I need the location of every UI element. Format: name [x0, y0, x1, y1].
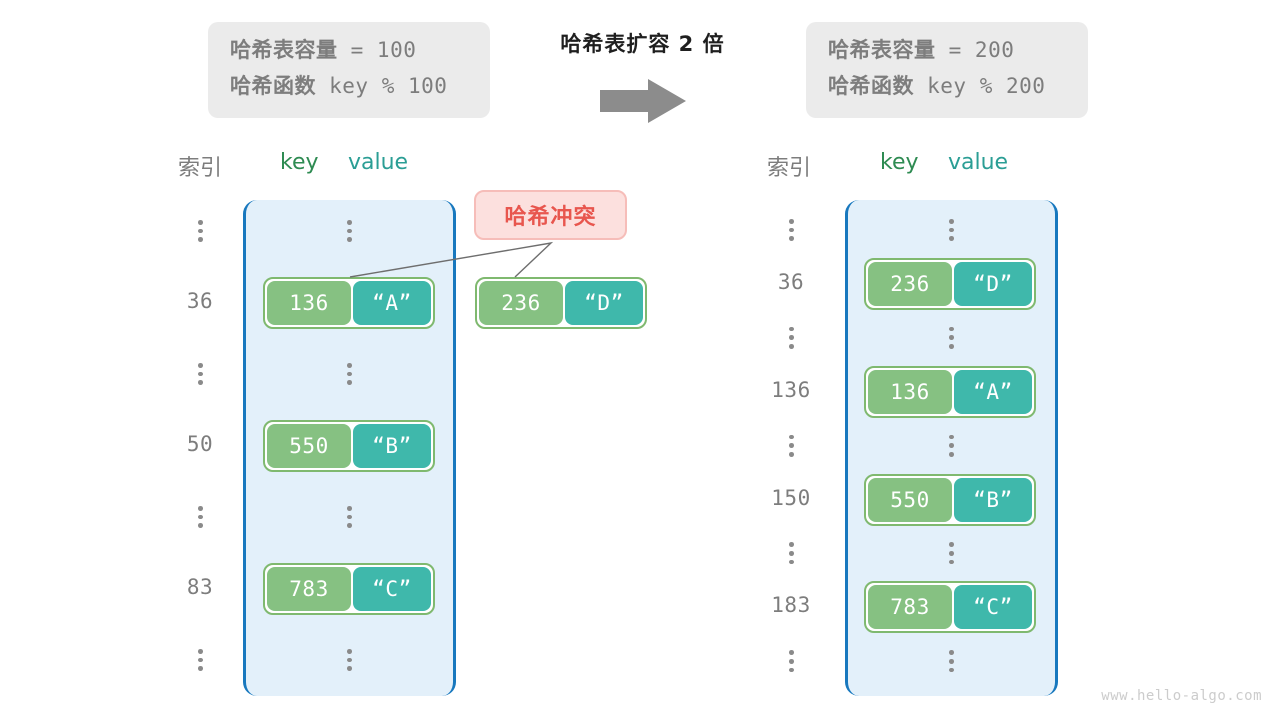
- right-row-slot-ellipsis-icon: [946, 219, 958, 242]
- hash-collision-label: 哈希冲突: [504, 205, 597, 230]
- right-capacity-value: = 200: [935, 38, 1015, 63]
- arrow-right-icon: [600, 78, 686, 124]
- left-row-slot-ellipsis-icon: [344, 506, 356, 529]
- left-row-key-cell: 783: [267, 566, 351, 611]
- right-row-value-cell: “B”: [954, 477, 1032, 522]
- left-capacity-value: = 100: [337, 38, 417, 63]
- left-row-entry-pair: 136“A”: [263, 276, 435, 329]
- right-row-entry-pair: 236“D”: [864, 257, 1036, 310]
- right-capacity-label: 哈希表容量: [828, 38, 936, 63]
- right-row-index-label: [762, 326, 820, 349]
- left-row-slot-ellipsis-icon: [344, 649, 356, 672]
- hash-collision-badge: 哈希冲突: [474, 190, 627, 240]
- watermark: www.hello-algo.com: [1101, 688, 1262, 704]
- right-row-key-cell: 136: [868, 369, 952, 414]
- right-row-entry-pair: 136“A”: [864, 365, 1036, 418]
- left-function-line: 哈希函数 key % 100: [230, 72, 468, 102]
- left-row-value-cell: “A”: [353, 280, 431, 325]
- right-row-entry-pair: 783“C”: [864, 581, 1036, 634]
- right-function-value: key % 200: [914, 74, 1046, 98]
- left-capacity-label: 哈希表容量: [230, 38, 338, 63]
- diagram-title: 哈希表扩容 2 倍: [560, 32, 725, 56]
- right-row-key-cell: 236: [868, 261, 952, 306]
- left-row-key-cell: 550: [267, 423, 351, 468]
- right-row-index-label: [762, 542, 820, 565]
- left-row-slot-ellipsis-icon: [344, 220, 356, 243]
- left-row-value-cell: “B”: [353, 423, 431, 468]
- right-row-slot-ellipsis-icon: [946, 650, 958, 673]
- left-function-label: 哈希函数: [230, 74, 316, 98]
- right-row-value-cell: “A”: [954, 369, 1032, 414]
- left-capacity-line: 哈希表容量 = 100: [230, 36, 468, 66]
- left-row-slot-ellipsis-icon: [344, 363, 356, 386]
- right-header-value: value: [948, 150, 1009, 175]
- right-row-slot-ellipsis-icon: [946, 326, 958, 349]
- left-row-entry-pair: 550“B”: [263, 419, 435, 472]
- right-header-index: 索引: [766, 156, 811, 181]
- left-row-index-label: [173, 363, 227, 386]
- right-row-value-cell: “C”: [954, 585, 1032, 630]
- right-row-key-cell: 783: [868, 585, 952, 630]
- left-hash-table-info-box: 哈希表容量 = 100 哈希函数 key % 100: [208, 22, 490, 118]
- left-row-index-ellipsis-icon: [173, 506, 227, 529]
- right-capacity-line: 哈希表容量 = 200: [828, 36, 1066, 66]
- right-header-key: key: [880, 150, 919, 175]
- right-row-index-label: 150: [771, 485, 811, 510]
- right-row-index-label: [762, 219, 820, 242]
- right-function-line: 哈希函数 key % 200: [828, 72, 1066, 102]
- right-hash-table-info-box: 哈希表容量 = 200 哈希函数 key % 200: [806, 22, 1088, 118]
- right-row-index-label: 183: [771, 593, 811, 618]
- right-row-index-label: [762, 434, 820, 457]
- right-row-index-ellipsis-icon: [762, 542, 820, 565]
- left-row-value-cell: “C”: [353, 566, 431, 611]
- right-row-index-ellipsis-icon: [762, 650, 820, 673]
- right-row-index-label: 36: [777, 269, 805, 294]
- right-row-index-ellipsis-icon: [762, 326, 820, 349]
- right-row-value-cell: “D”: [954, 261, 1032, 306]
- right-row-slot-ellipsis-icon: [946, 542, 958, 565]
- right-row-index-label: 136: [771, 377, 811, 402]
- left-row-index-label: [173, 220, 227, 243]
- right-function-label: 哈希函数: [828, 74, 914, 98]
- left-row-index-label: 36: [186, 288, 214, 313]
- left-function-value: key % 100: [316, 74, 448, 98]
- left-row-index-ellipsis-icon: [173, 363, 227, 386]
- right-row-slot-ellipsis-icon: [946, 434, 958, 457]
- left-header-index: 索引: [177, 156, 222, 181]
- collision-key-cell: 236: [479, 281, 563, 325]
- left-row-index-ellipsis-icon: [173, 220, 227, 243]
- left-row-index-label: 50: [186, 431, 214, 456]
- left-header-key: key: [280, 150, 319, 175]
- left-row-index-label: [173, 649, 227, 672]
- left-header-value: value: [348, 150, 409, 175]
- right-row-index-ellipsis-icon: [762, 434, 820, 457]
- collision-entry-pair: 236 “D”: [475, 277, 647, 329]
- left-row-entry-pair: 783“C”: [263, 562, 435, 615]
- right-row-index-ellipsis-icon: [762, 219, 820, 242]
- right-row-entry-pair: 550“B”: [864, 473, 1036, 526]
- left-row-index-ellipsis-icon: [173, 649, 227, 672]
- left-row-index-label: 83: [186, 574, 214, 599]
- left-row-key-cell: 136: [267, 280, 351, 325]
- left-row-index-label: [173, 506, 227, 529]
- right-row-index-label: [762, 650, 820, 673]
- right-row-key-cell: 550: [868, 477, 952, 522]
- collision-value-cell: “D”: [565, 281, 643, 325]
